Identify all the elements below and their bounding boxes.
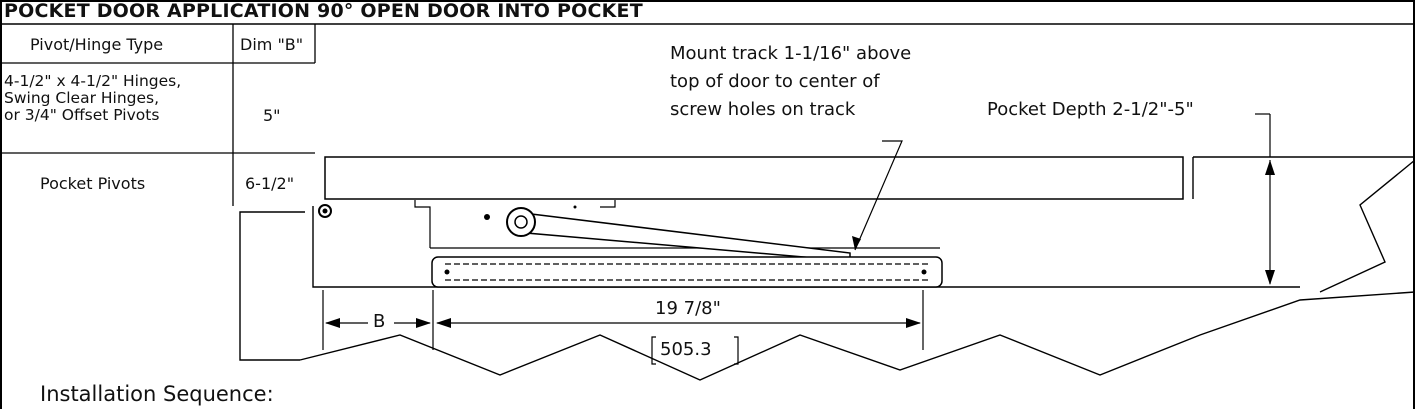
table-row-hinges-line: or 3/4" Offset Pivots [4,106,160,124]
metric-bracket-right [734,336,739,365]
break-line-bottom [299,291,1415,381]
track-screw-icon [444,269,450,275]
mount-track-note: Mount track 1-1/16" above top of door to… [670,40,911,124]
break-line-right [1319,159,1415,293]
drawing-title: POCKET DOOR APPLICATION 90° OPEN DOOR IN… [4,0,643,22]
dim-b-arrow-left [325,318,340,328]
small-screw-icon [573,205,577,209]
installation-sequence-heading: Installation Sequence: [40,382,274,406]
screw-icon [484,214,490,220]
track-screw-icon [921,269,927,275]
table-row-hinges-type: 4-1/2" x 4-1/2" Hinges, Swing Clear Hing… [4,73,181,124]
mount-track-note-line: screw holes on track [670,99,856,120]
dim-b-arrow-right [416,318,431,328]
pocket-depth-arrow-bottom [1265,270,1275,285]
hinge-table-grid [1,24,316,206]
pocket-depth-arrow-top [1265,160,1275,175]
dim-track-length-in: 19 7/8" [655,298,721,319]
dim-b-label: B [373,311,386,332]
closer-arm [514,211,851,262]
table-header-type: Pivot/Hinge Type [30,35,164,54]
slide-track [431,256,943,288]
dim-track-arrow-right [906,318,921,328]
mount-note-leader [854,140,903,251]
mount-track-note-line: Mount track 1-1/16" above [670,43,912,64]
arm-pivot-inner-icon [514,215,528,229]
dim-track-length-mm: 505.3 [660,339,712,360]
mount-track-note-line: top of door to center of [670,71,880,92]
door-jamb-stub [239,211,305,361]
table-header-dim: Dim "B" [240,35,304,54]
pivot-center-icon [322,208,328,214]
table-row-hinges-line: 4-1/2" x 4-1/2" Hinges, [4,72,182,90]
dimension-track-length [437,290,924,350]
pocket-depth-note: Pocket Depth 2-1/2"-5" [987,99,1194,120]
table-row-hinges-dim: 5" [263,106,281,125]
dim-track-arrow-left [436,318,451,328]
table-row-pocket-pivots-type: Pocket Pivots [40,174,146,193]
metric-bracket-left [651,336,656,365]
mount-note-arrowhead [852,236,861,250]
table-row-pocket-pivots-dim: 6-1/2" [245,174,295,193]
pocket-outline [312,156,1415,288]
table-row-hinges-line: Swing Clear Hinges, [4,89,160,107]
header-wall [324,156,1184,200]
